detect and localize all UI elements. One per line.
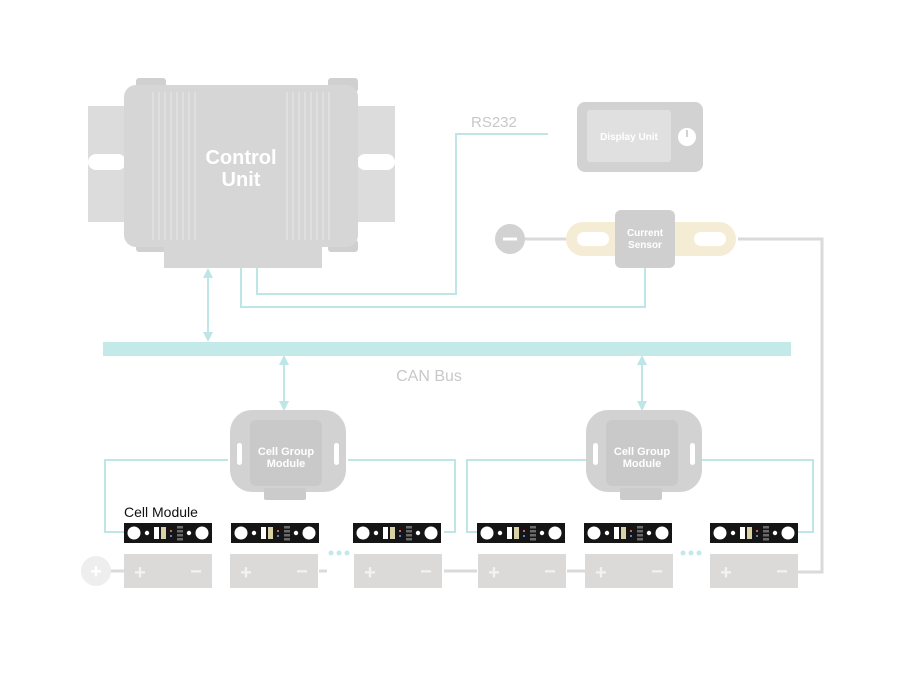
cgm1-left-wire xyxy=(104,459,228,533)
current-sensor-label-line2: Sensor xyxy=(628,240,662,251)
control-unit-label-line1: Control xyxy=(205,147,276,169)
terminal-ring xyxy=(127,526,141,540)
terminal-ring xyxy=(424,526,438,540)
cgm1-right-wire xyxy=(348,459,456,533)
cgm-connector xyxy=(620,488,662,500)
cell-module-board xyxy=(231,523,319,543)
battery-minus-icon: − xyxy=(776,561,788,583)
battery-minus-icon: − xyxy=(296,561,308,583)
display-screen xyxy=(587,110,671,162)
terminal-ring xyxy=(781,526,795,540)
battery-minus-icon: − xyxy=(544,561,556,583)
control-unit-label-line2: Unit xyxy=(222,169,261,191)
current-sensor-data-wire xyxy=(240,268,646,308)
terminal-ring xyxy=(587,526,601,540)
ellipsis-dots xyxy=(328,550,702,556)
battery-cell: +− xyxy=(230,554,318,588)
power-dial-icon xyxy=(678,128,696,146)
cell-module-label: Cell Module xyxy=(124,504,198,520)
battery-minus-icon: − xyxy=(651,561,663,583)
battery-cell: +− xyxy=(354,554,442,588)
cell-module-board xyxy=(353,523,441,543)
cgm-slot xyxy=(334,443,339,465)
minus-icon xyxy=(503,237,517,241)
battery-plus-icon: + xyxy=(240,562,252,584)
current-sensor-body xyxy=(615,210,675,268)
cell-group-module-1: Cell Group Module xyxy=(230,410,346,500)
battery-cell: +− xyxy=(710,554,798,588)
battery-plus-icon: + xyxy=(364,562,376,584)
rs232-wire xyxy=(256,133,548,295)
power-wires xyxy=(110,237,824,574)
battery-minus-icon: − xyxy=(420,561,432,583)
can-bus-label: CAN Bus xyxy=(396,368,462,385)
cell-module-board xyxy=(124,523,212,543)
current-sensor-to-battery-wire xyxy=(738,237,824,574)
cell-modules xyxy=(124,523,798,543)
cgm2-left-wire xyxy=(466,459,586,533)
display-unit: Display Unit xyxy=(577,102,703,172)
plus-icon: + xyxy=(90,561,102,583)
control-unit: Control Unit xyxy=(88,78,395,268)
terminal-ring xyxy=(480,526,494,540)
rs232-label: RS232 xyxy=(471,114,517,131)
cgm-label-line2: Module xyxy=(623,458,662,470)
display-unit-label: Display Unit xyxy=(600,132,658,143)
cell-module-board xyxy=(710,523,798,543)
terminal-ring xyxy=(234,526,248,540)
battery-plus-icon: + xyxy=(720,562,732,584)
mounting-slot xyxy=(88,154,126,170)
cell-module-board xyxy=(477,523,565,543)
cgm-connector xyxy=(264,488,306,500)
battery-plus-icon: + xyxy=(595,562,607,584)
terminal-ring xyxy=(548,526,562,540)
terminal-ring xyxy=(713,526,727,540)
terminal-ring xyxy=(302,526,316,540)
battery-cell: +− xyxy=(478,554,566,588)
cgm2-right-wire xyxy=(698,459,814,533)
cgm-face xyxy=(606,420,678,486)
positive-terminal: + xyxy=(81,556,111,586)
comm-wires xyxy=(104,133,814,533)
terminal-ring xyxy=(356,526,370,540)
can-bus-bar xyxy=(103,342,791,356)
battery-plus-icon: + xyxy=(134,562,146,584)
cell-module-board xyxy=(584,523,672,543)
cgm-slot xyxy=(237,443,242,465)
cgm-face xyxy=(250,420,322,486)
cgm-slot xyxy=(690,443,695,465)
battery-cell: +− xyxy=(585,554,673,588)
cgm-label-line1: Cell Group xyxy=(614,446,671,458)
shunt-hole xyxy=(694,232,726,246)
control-unit-connector xyxy=(164,240,322,268)
cgm-label-line1: Cell Group xyxy=(258,446,315,458)
cgm-label-line2: Module xyxy=(267,458,306,470)
shunt-hole xyxy=(577,232,609,246)
terminal-ring xyxy=(195,526,209,540)
battery-plus-icon: + xyxy=(488,562,500,584)
mounting-slot xyxy=(357,154,395,170)
current-sensor: Current Sensor xyxy=(566,210,736,268)
battery-minus-icon: − xyxy=(190,561,202,583)
cell-group-module-2: Cell Group Module xyxy=(586,410,702,500)
battery-cell: +− xyxy=(124,554,212,588)
current-sensor-label-line1: Current xyxy=(627,228,664,239)
cgm-slot xyxy=(593,443,598,465)
terminal-ring xyxy=(655,526,669,540)
batteries: +−+−+−+−+−+− xyxy=(124,554,798,588)
negative-terminal xyxy=(495,224,525,254)
